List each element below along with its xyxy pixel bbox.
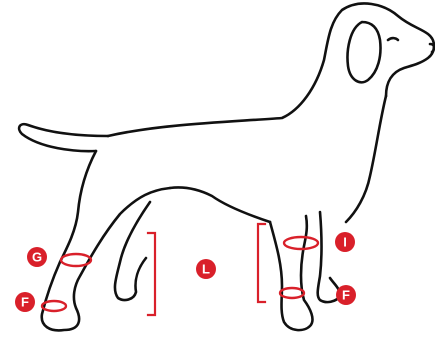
dog-chest xyxy=(346,96,386,222)
badge-f-rear-text: F xyxy=(21,295,29,310)
badge-i: I xyxy=(335,232,355,252)
ring-g xyxy=(61,254,91,266)
badge-i-text: I xyxy=(343,235,347,250)
dog-outline xyxy=(19,3,434,330)
dog-front-leg-near xyxy=(270,216,312,330)
badge-g: G xyxy=(27,247,47,267)
badge-g-text: G xyxy=(32,250,42,265)
ring-f-rear xyxy=(42,301,66,311)
dog-belly xyxy=(170,187,270,222)
dog-rear-leg-outer xyxy=(42,151,170,330)
badge-f-front: F xyxy=(336,285,356,305)
bracket-front xyxy=(258,224,265,302)
dog-ear xyxy=(348,22,381,82)
dog-nose xyxy=(430,44,434,52)
ring-i xyxy=(284,237,318,249)
ring-f-front xyxy=(280,288,304,298)
dog-tail xyxy=(19,124,108,151)
badge-f-rear: F xyxy=(15,292,35,312)
badge-f-front-text: F xyxy=(342,288,350,303)
dog-eye xyxy=(388,38,398,40)
dog-rear-leg-inner xyxy=(115,202,150,300)
badge-l-text: L xyxy=(202,262,210,277)
badge-l: L xyxy=(196,259,216,279)
bracket-rear xyxy=(148,233,155,315)
dog-front-leg-far xyxy=(318,212,340,302)
dog-back-and-head xyxy=(108,3,434,136)
